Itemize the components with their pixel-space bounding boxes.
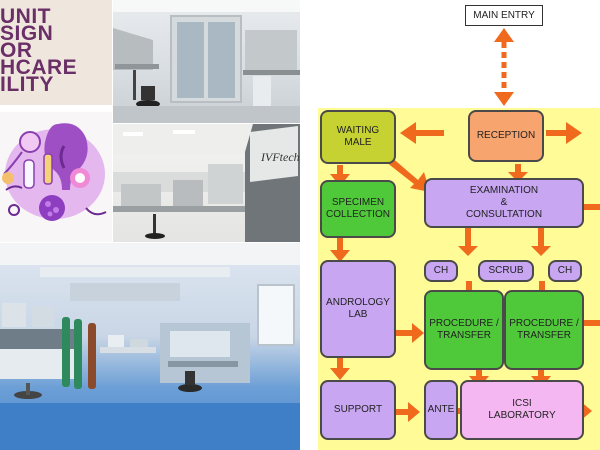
lab-interior-photo (0, 243, 300, 450)
ivf-flow-diagram: WAITING MALE RECEPTION SPECIMEN COLLECTI… (318, 108, 600, 450)
reception-box: RECEPTION (468, 110, 544, 162)
main-entry-box: MAIN ENTRY (465, 5, 543, 26)
support-box: SUPPORT (320, 380, 396, 440)
ch-left-box: CH (424, 260, 458, 282)
uterus-illustration-icon (2, 123, 107, 221)
ivftech-logo: IVFtech (261, 150, 300, 164)
procedure-transfer-box-1: PROCEDURE / TRANSFER (424, 290, 504, 370)
scrub-box: SCRUB (478, 260, 534, 282)
specimen-collection-box: SPECIMEN COLLECTION (320, 180, 396, 238)
entry-double-arrow-icon (494, 28, 514, 106)
ante-box: ANTE (424, 380, 458, 440)
andrology-lab-box: ANDROLOGY LAB (320, 260, 396, 358)
cleanroom-photo (113, 0, 300, 123)
procedure-transfer-box-2: PROCEDURE / TRANSFER (504, 290, 584, 370)
poster-title: UNIT SIGN OR HCARE ILITY (0, 5, 78, 96)
icsi-laboratory-box: ICSI LABORATORY (460, 380, 584, 440)
arrowhead-reception-waiting (400, 122, 416, 144)
arrow-reception-waiting (414, 130, 444, 136)
waiting-male-box: WAITING MALE (320, 110, 396, 164)
ivf-lab-photo: IVFtech (113, 124, 300, 242)
fertility-illustration (0, 112, 112, 242)
poster-panel: UNIT SIGN OR HCARE ILITY (0, 0, 112, 105)
ch-right-box: CH (548, 260, 582, 282)
examination-consultation-box: EXAMINATION & CONSULTATION (424, 178, 584, 228)
